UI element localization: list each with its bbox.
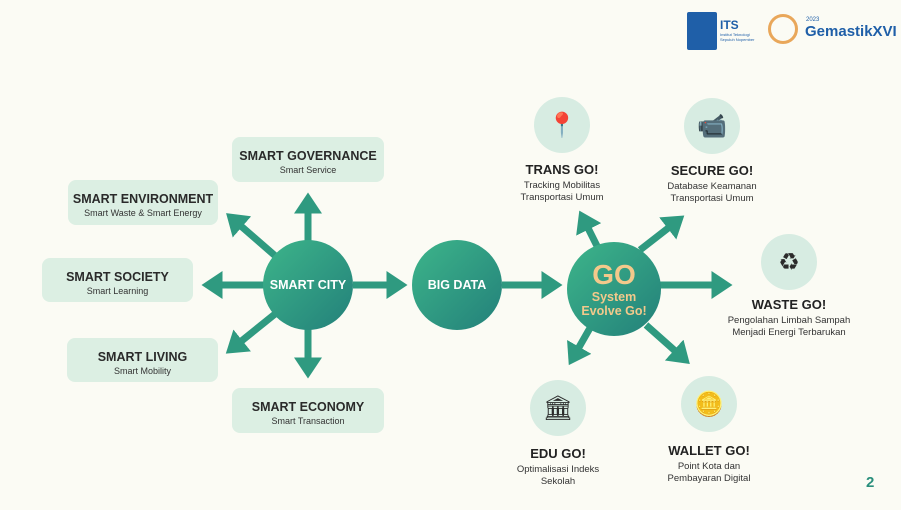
box-sub: Smart Mobility — [113, 366, 171, 376]
arrow-trans — [576, 210, 602, 250]
arrow-secure — [637, 215, 685, 253]
smart-environment-box: SMART ENVIRONMENT Smart Waste & Smart Ene… — [68, 180, 218, 225]
arrow-edu — [567, 326, 594, 366]
school-icon: 🏛 — [530, 380, 586, 436]
coin-icon: 🪙 — [681, 376, 737, 432]
box-sub: Smart Waste & Smart Energy — [84, 208, 202, 218]
go-title: SECURE GO! — [670, 163, 754, 178]
box-title: SMART ECONOMY — [251, 400, 365, 414]
go-sub: Tracking Mobilitas — [523, 180, 601, 191]
its-logo-text: ITS — [720, 18, 739, 32]
arrow-environment — [226, 213, 283, 263]
box-title: SMART ENVIRONMENT — [72, 192, 214, 206]
arrow-living — [225, 307, 283, 354]
box-title: SMART LIVING — [97, 350, 188, 364]
big-data-circle: BIG DATA — [412, 240, 502, 330]
go-sub: Pembayaran Digital — [667, 473, 751, 484]
smart-society-box: SMART SOCIETY Smart Learning — [42, 258, 193, 302]
smart-city-circle: SMART CITY — [263, 240, 353, 330]
go-sub: Optimalisasi Indeks — [516, 464, 600, 475]
go-title: TRANS GO! — [525, 162, 599, 177]
its-logo-sub: Institut Teknologi Sepuluh Nopember — [720, 32, 755, 42]
go-logo: GO — [592, 259, 636, 290]
go-sub: Menjadi Energi Terbarukan — [732, 327, 846, 338]
smart-living-box: SMART LIVING Smart Mobility — [67, 338, 218, 382]
go-sub: Sekolah — [540, 476, 576, 487]
map-pin-icon: 📍 — [534, 97, 590, 153]
system-evolve-go-circle: GO System Evolve Go! — [567, 242, 661, 336]
recycle-bin-icon: ♻ — [761, 234, 817, 290]
box-title: SMART GOVERNANCE — [239, 149, 377, 163]
gemastik-logo-text: GemastikXVI — [805, 23, 897, 40]
go-sub: Database Keamanan — [667, 181, 757, 192]
box-sub: Smart Service — [279, 165, 337, 175]
go-sub: Transportasi Umum — [520, 192, 604, 203]
smart-governance-box: SMART GOVERNANCE Smart Service — [232, 137, 384, 182]
box-sub: Smart Transaction — [271, 416, 345, 426]
gemastik-year: 2023 — [806, 17, 820, 23]
cctv-icon: 📹 — [684, 98, 740, 154]
box-title: SMART SOCIETY — [66, 270, 169, 284]
system-line1: System — [591, 290, 637, 304]
smart-economy-box: SMART ECONOMY Smart Transaction — [232, 388, 384, 433]
go-sub: Point Kota dan — [677, 461, 741, 472]
its-logo — [687, 12, 717, 50]
gemastik-emblem — [768, 14, 798, 44]
page-number: 2 — [866, 474, 875, 491]
arrow-wallet — [643, 322, 690, 364]
go-sub: Pengolahan Limbah Sampah — [727, 315, 851, 326]
go-title: EDU GO! — [530, 446, 586, 461]
gemastik-text: GemastikXVI — [805, 23, 897, 40]
system-line2: Evolve Go! — [581, 304, 647, 318]
go-title: WALLET GO! — [668, 443, 750, 458]
go-sub: Transportasi Umum — [670, 193, 754, 204]
go-title: WASTE GO! — [751, 297, 827, 312]
box-sub: Smart Learning — [86, 286, 149, 296]
